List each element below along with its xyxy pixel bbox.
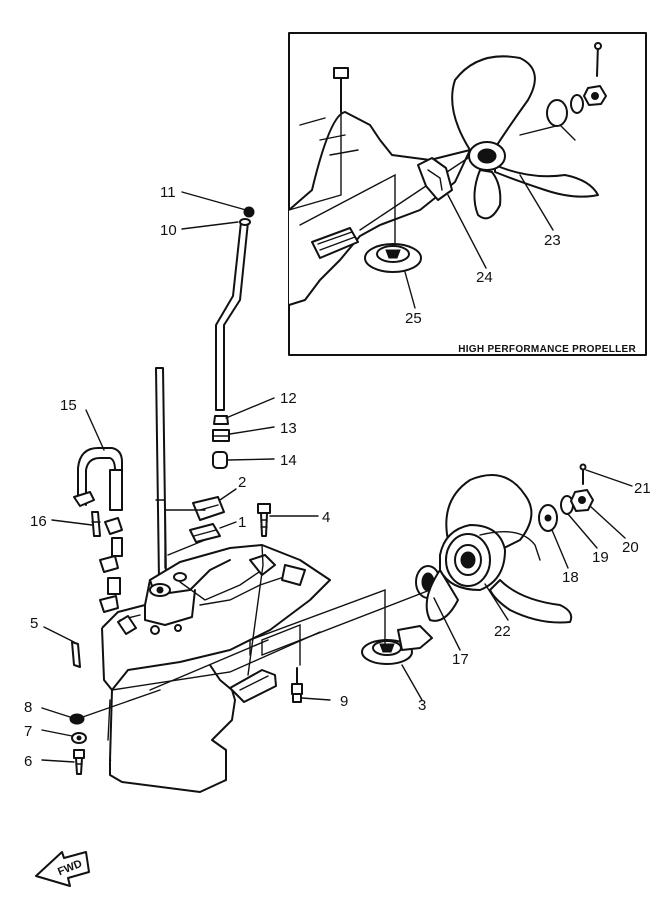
callout-5: 5	[30, 615, 38, 632]
front-fitting	[117, 615, 137, 635]
inset-high-performance-propeller: HIGH PERFORMANCE PROPELLER	[288, 32, 647, 356]
fitting-cluster	[73, 491, 123, 613]
part-25-thrust-washer	[364, 243, 422, 273]
callout-22: 22	[494, 623, 511, 640]
part-2-shim	[192, 496, 225, 521]
callout-10: 10	[160, 222, 177, 239]
callout-14: 14	[280, 452, 297, 469]
part-4-bolt	[257, 503, 271, 537]
part-12-grommet	[213, 415, 229, 425]
callout-19: 19	[592, 549, 609, 566]
part-6-bolt	[73, 749, 85, 775]
callout-20: 20	[622, 539, 639, 556]
callout-1: 1	[238, 514, 246, 531]
callout-8: 8	[24, 699, 32, 716]
part-1-plate	[189, 523, 221, 543]
lower-unit-housing	[101, 544, 331, 793]
callout-labels: 1 2 3 4 5 6 7 8 9 10 11 12 13 14 15 16 1…	[24, 184, 651, 770]
inset-cotter-pin	[594, 42, 602, 77]
part-20-nut	[570, 489, 594, 512]
callout-17: 17	[452, 651, 469, 668]
callout-21: 21	[634, 480, 651, 497]
inset-washer	[546, 99, 568, 127]
part-9-bolt	[291, 667, 303, 703]
callout-3: 3	[418, 697, 426, 714]
part-24-spacer	[417, 157, 453, 201]
part-14-seal	[212, 451, 228, 469]
callout-25: 25	[405, 310, 422, 327]
assembly-lines	[76, 509, 431, 720]
inset-shaft	[311, 227, 359, 259]
part-5-grease-nipple	[71, 641, 81, 668]
inset-caption: HIGH PERFORMANCE PROPELLER	[458, 344, 636, 355]
callout-16: 16	[30, 513, 47, 530]
inset-frame	[288, 32, 647, 356]
callout-2: 2	[238, 474, 246, 491]
callout-12: 12	[280, 390, 297, 407]
fwd-direction-arrow: FWD	[35, 851, 90, 887]
callout-23: 23	[544, 232, 561, 249]
callout-9: 9	[340, 693, 348, 710]
part-13-grommet	[212, 429, 230, 442]
inset-nut	[583, 85, 607, 106]
callout-15: 15	[60, 397, 77, 414]
part-16-fitting	[91, 511, 101, 537]
callout-13: 13	[280, 420, 297, 437]
part-11-grommet	[243, 206, 255, 218]
callout-18: 18	[562, 569, 579, 586]
part-18-spacer	[538, 504, 558, 532]
callout-leaders	[41, 174, 633, 763]
part-3-thrust-washer	[361, 625, 433, 665]
callout-24: 24	[476, 269, 493, 286]
callout-11: 11	[160, 184, 176, 201]
inset-gear-case	[288, 111, 471, 306]
callout-4: 4	[322, 509, 330, 526]
callout-6: 6	[24, 753, 32, 770]
part-22-propeller	[425, 474, 573, 624]
part-21-cotter-pin	[579, 463, 587, 485]
part-23-high-performance-propeller	[451, 55, 599, 220]
part-15-tube	[77, 447, 123, 511]
inset-bolt	[333, 67, 349, 79]
part-7-washer	[71, 732, 87, 744]
inset-washer-small	[570, 94, 584, 114]
callout-7: 7	[24, 723, 32, 740]
part-10-water-tube	[215, 218, 251, 411]
